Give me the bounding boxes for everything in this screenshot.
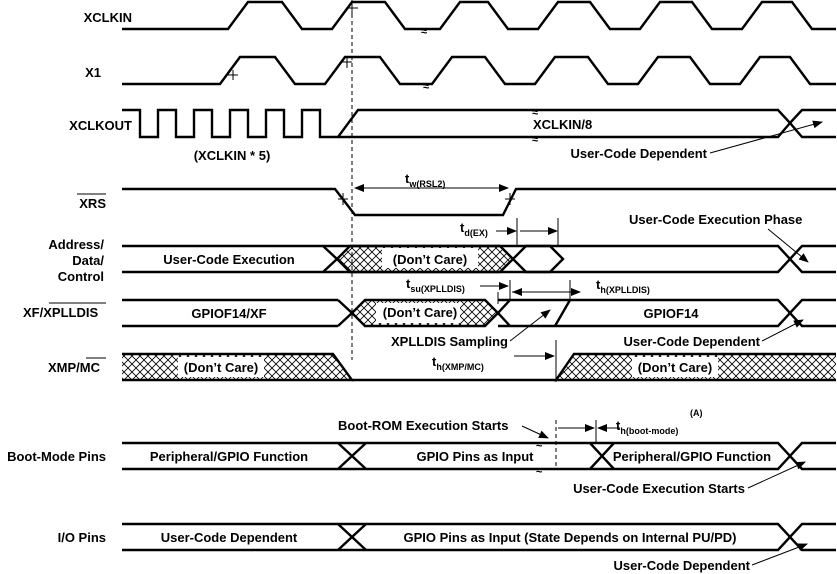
signal-address-line1: Address/ — [48, 237, 104, 252]
xclkin-waveform — [122, 0, 836, 31]
x1-waveform — [122, 55, 836, 86]
user-code-exec-starts-label: User-Code Execution Starts — [573, 481, 745, 496]
xclkin-x5-label: (XCLKIN * 5) — [194, 148, 271, 163]
xclkout-waveform — [122, 108, 836, 139]
xf-upper — [122, 298, 836, 315]
th-label: th(XPLLDIS) — [596, 277, 650, 295]
xclkout-break-bot: ≈ — [532, 134, 538, 146]
xmp-dont-care-bg-left — [178, 357, 264, 377]
signal-bootmode-label: Boot-Mode Pins — [7, 449, 106, 464]
user-code-exec-phase-label: User-Code Execution Phase — [629, 212, 802, 227]
periph-gpio-label-2: Peripheral/GPIO Function — [613, 449, 771, 464]
x1-break: ≈ — [423, 81, 429, 93]
xmp-dont-care-label-right: (Don’t Care) — [638, 360, 712, 375]
signal-x1-label: X1 — [85, 65, 101, 80]
thboot-label: th(boot-mode) — [616, 418, 678, 436]
user-code-execution-label: User-Code Execution — [163, 252, 295, 267]
td-label: td(EX) — [460, 220, 488, 238]
arrow-xplldis-sampling — [509, 309, 551, 342]
xclkin-div8-label: XCLKIN/8 — [533, 117, 592, 132]
thxmp-label: th(XMP/MC) — [432, 354, 484, 372]
arrow-user-code-dep-2 — [761, 319, 804, 342]
xclkout-lower — [338, 121, 836, 139]
xmp-dont-care-label-left: (Don’t Care) — [184, 360, 258, 375]
addr-dont-care-bg — [382, 248, 478, 268]
addr-transition — [511, 244, 565, 274]
user-code-dependent-2: User-Code Dependent — [623, 334, 760, 349]
periph-gpio-label-1: Peripheral/GPIO Function — [150, 449, 308, 464]
arrow-user-code-exec-starts — [747, 461, 806, 489]
xf-dont-care-bg — [376, 303, 460, 323]
addr-dont-care-label: (Don’t Care) — [393, 252, 467, 267]
signal-address-line2: Data/ — [72, 253, 104, 268]
xplldis-sampling-label: XPLLDIS Sampling — [391, 334, 508, 349]
boot-rom-starts-label: Boot-ROM Execution Starts — [338, 418, 508, 433]
xf-rise — [553, 299, 572, 327]
xclkout-break-top: ≈ — [532, 107, 538, 119]
bootmode-upper — [122, 441, 836, 458]
addr-left-edge — [322, 245, 339, 273]
signal-xmp-label: XMP/MC — [48, 360, 101, 375]
xclkin-break: ≈ — [421, 26, 427, 38]
arrow-boot-rom — [521, 425, 549, 439]
tsu-label: tsu(XPLLDIS) — [406, 276, 465, 294]
signal-xf-label: XF/XPLLDIS — [23, 305, 98, 320]
bootmode-cross-1 — [337, 442, 367, 470]
signal-xclkin-label: XCLKIN — [84, 10, 132, 25]
bootmode-break-bot: ≈ — [536, 465, 542, 477]
bootmode-cross-2 — [589, 442, 615, 470]
signal-address-line3: Control — [58, 269, 104, 284]
gpiof14-xf-label: GPIOF14/XF — [191, 306, 266, 321]
arrow-exec-phase — [767, 228, 809, 263]
xf-dont-care-label: (Don’t Care) — [383, 305, 457, 320]
signal-xclkout-label: XCLKOUT — [69, 118, 132, 133]
tw-label: tw(RSL2) — [405, 171, 445, 189]
signal-xrs-label: XRS — [79, 196, 106, 211]
xmp-dont-care-bg-right — [632, 357, 718, 377]
io-gpio-input-label: GPIO Pins as Input (State Depends on Int… — [404, 530, 737, 545]
arrow-user-code-dep-3 — [751, 543, 808, 566]
xf-left-edge — [337, 299, 354, 327]
bootmode-break-top: ≈ — [536, 439, 542, 451]
signal-io-label: I/O Pins — [58, 530, 106, 545]
io-cross — [337, 523, 367, 551]
xrs-waveform — [122, 187, 836, 217]
user-code-dependent-3: User-Code Dependent — [613, 558, 750, 573]
note-a: (A) — [690, 408, 703, 418]
arrow-user-code-dep-1 — [709, 120, 823, 154]
xf-split — [496, 299, 511, 327]
gpio-as-input-label: GPIO Pins as Input — [416, 449, 534, 464]
gpiof14-label: GPIOF14 — [644, 306, 700, 321]
user-code-dependent-1: User-Code Dependent — [570, 146, 707, 161]
io-user-code-dep-label: User-Code Dependent — [161, 530, 298, 545]
